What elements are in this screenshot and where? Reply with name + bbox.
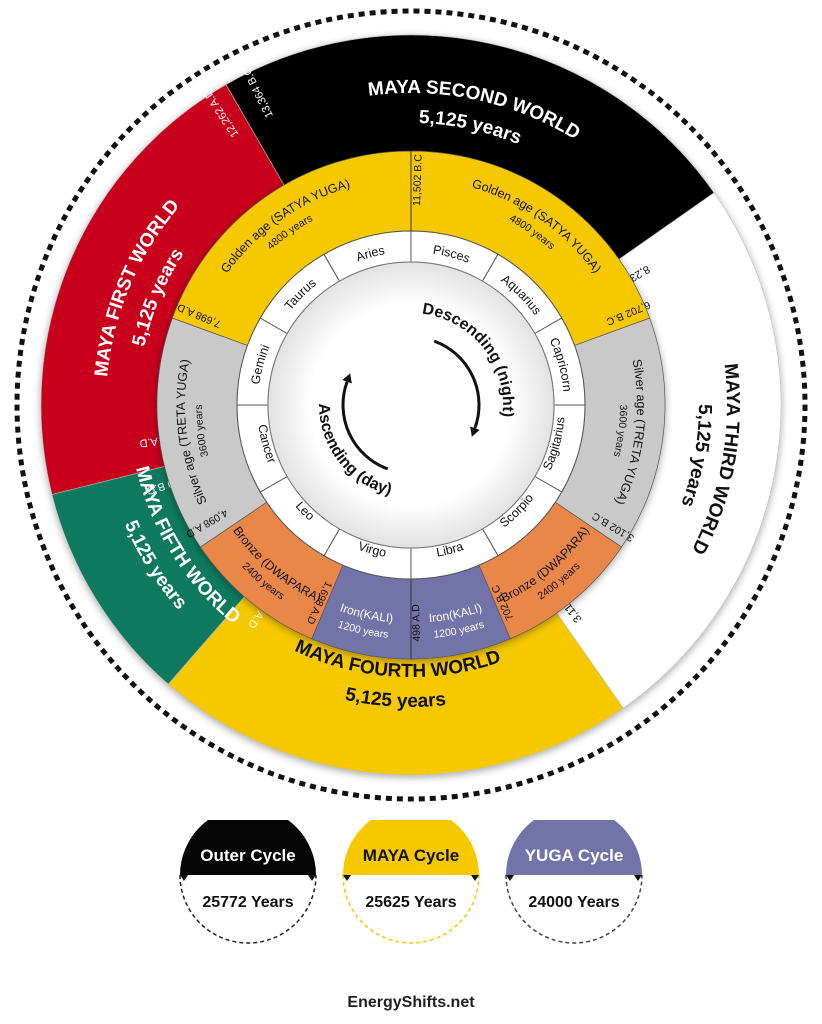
legend-item: MAYA Cycle 25625 Years [342,807,480,944]
ascending-arrow [341,381,389,471]
legend-notch [506,875,514,881]
legend-swatch [506,807,642,875]
yuga-ring [156,150,666,660]
legend-notch [471,875,479,881]
legend: Outer Cycle 25772 Years MAYA Cycle 25625 Ye… [0,807,822,970]
legend-swatch [343,807,479,875]
legend-notch [634,875,642,881]
center-circle [267,261,555,549]
legend-title: MAYA Cycle [363,846,459,865]
legend-item: Outer Cycle 25772 Years [179,807,317,944]
legend-years: 24000 Years [528,894,619,911]
descending-arrow [433,339,481,429]
legend-swatch [180,807,316,875]
legend-notch [308,875,316,881]
date-label: 498 A.D [410,604,423,642]
legend-dashed-arc [179,874,317,944]
legend-years: 25772 Years [202,894,293,911]
outer-dashed-ring [14,8,808,802]
ascending-arrow-head [342,373,352,384]
footer-credit: EnergyShifts.net [347,994,475,1011]
legend-title: YUGA Cycle [525,846,624,865]
date-label: 11,502 B.C [411,154,425,207]
descending-arrow-head [470,426,480,437]
legend-item: YUGA Cycle 24000 Years [505,807,643,944]
legend-notch [343,875,351,881]
legend-dashed-arc [342,874,480,944]
legend-years: 25625 Years [365,894,456,911]
legend-notch [180,875,188,881]
legend-title: Outer Cycle [200,846,295,865]
legend-dashed-arc [505,874,643,944]
